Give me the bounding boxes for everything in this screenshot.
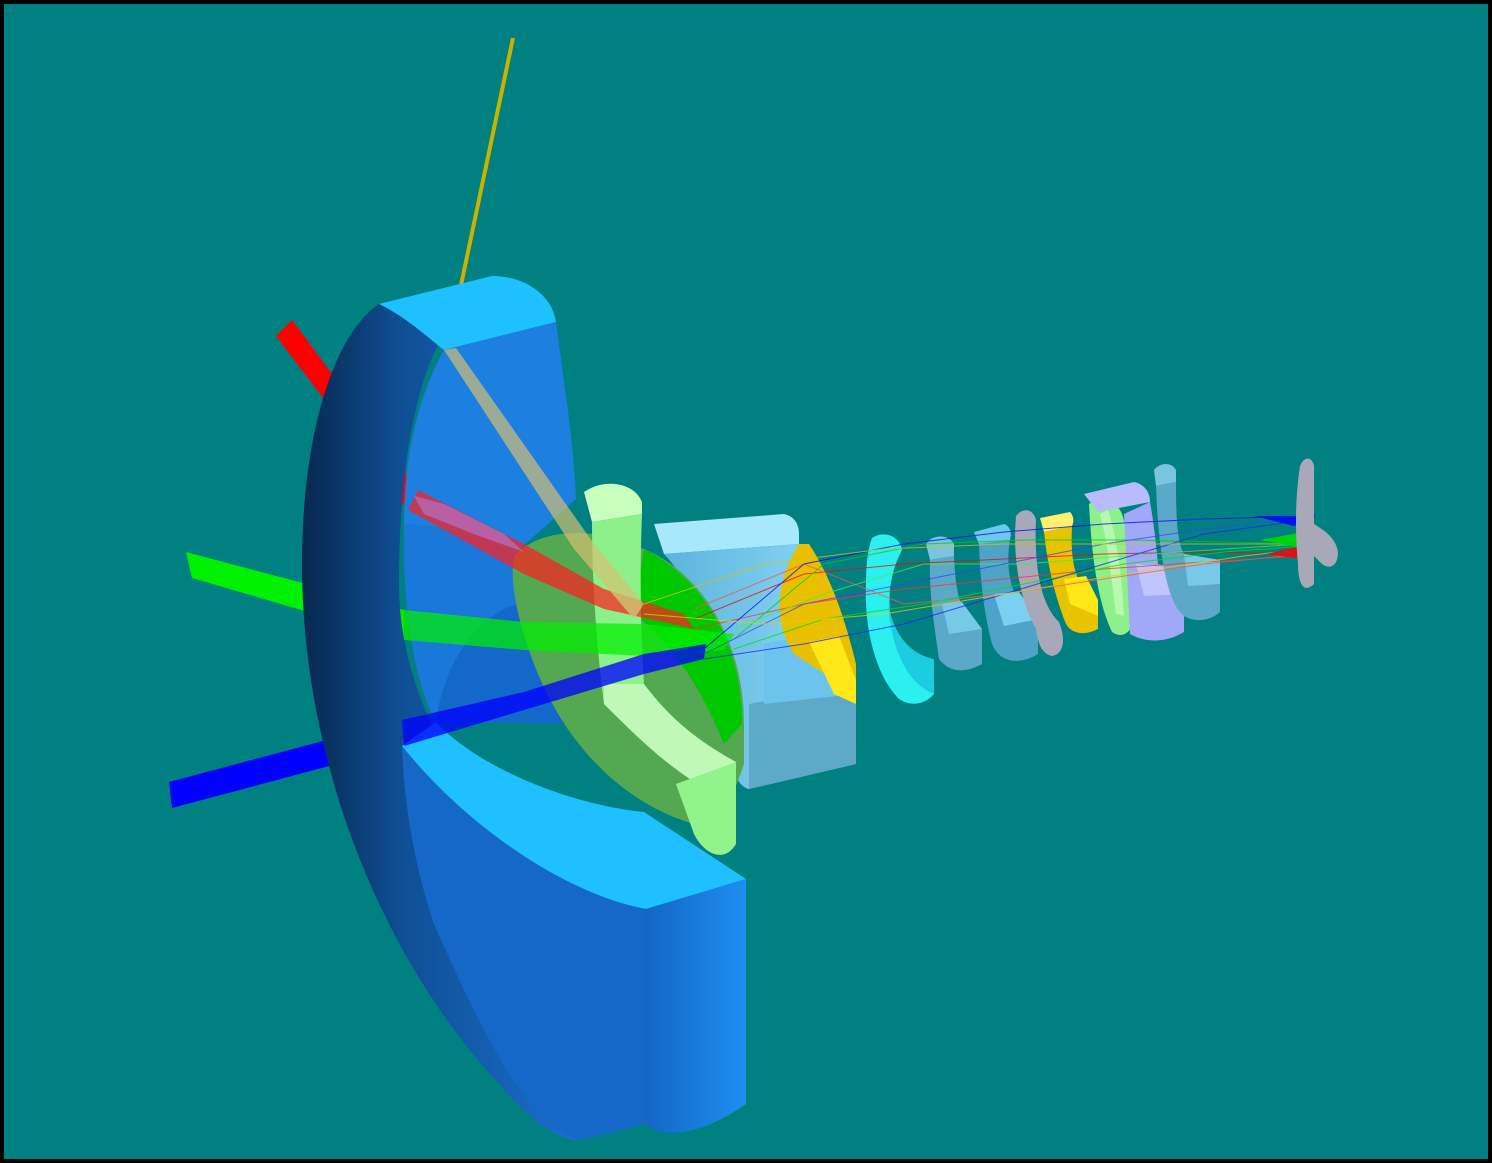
image-plane[interactable] [1296, 458, 1338, 588]
ray-fan-blue-1 [703, 515, 1315, 650]
lens-element-9[interactable] [1040, 512, 1098, 634]
lens-element-5-shade [888, 604, 934, 694]
lens-element-4-cut [809, 636, 856, 704]
ray-fan-green-1 [733, 539, 1305, 640]
ray-fan-yellow-1 [643, 543, 1304, 605]
lens-element-1-rim-upper [379, 276, 556, 350]
ray-cone-green [1260, 532, 1304, 548]
ray-bundle-yellow-mid [444, 348, 644, 619]
lens-element-10-face [1100, 510, 1124, 616]
ray-bundle-green-mid [404, 610, 734, 656]
lens-element-11-top [1084, 482, 1150, 512]
ray-bundle-red-pale [414, 496, 524, 552]
lens-element-1-face-upper [404, 322, 576, 554]
ray-fan-green-3 [733, 543, 1305, 630]
lens-element-9-cut [1064, 576, 1098, 616]
lens-element-2[interactable] [512, 483, 744, 855]
lens-element-12-body [1156, 482, 1220, 621]
lens-element-2-lower [676, 762, 736, 855]
lens-element-7[interactable] [974, 524, 1038, 661]
ray-fan-blue-3 [703, 516, 1315, 655]
lens-element-1-cut-face [402, 722, 746, 909]
ray-bundles-front [402, 348, 1316, 746]
ray-fan-red-1 [693, 551, 1305, 620]
lens-element-1-face-lower [402, 746, 646, 1140]
lens-element-10[interactable] [1089, 499, 1136, 635]
optical-layout-scene [4, 4, 1488, 1159]
ray-bundle-blue-mid [402, 644, 706, 746]
lens-element-7-cut [994, 592, 1038, 626]
lens-element-12-top [1154, 464, 1176, 486]
lens-element-4[interactable] [779, 544, 856, 704]
lens-element-3-top [654, 514, 799, 554]
lens-element-1-rim-lower [646, 879, 746, 1133]
lens-element-2-top-rim [584, 483, 642, 522]
lens-element-3-side [749, 684, 856, 789]
lens-element-7-top [974, 524, 1011, 544]
ray-fan-lines [643, 515, 1315, 660]
lens-element-6-top [926, 536, 954, 560]
image-plane-body [1296, 458, 1338, 588]
ray-fan-yellow-2 [643, 548, 1305, 625]
lens-element-2-cut [604, 684, 736, 794]
